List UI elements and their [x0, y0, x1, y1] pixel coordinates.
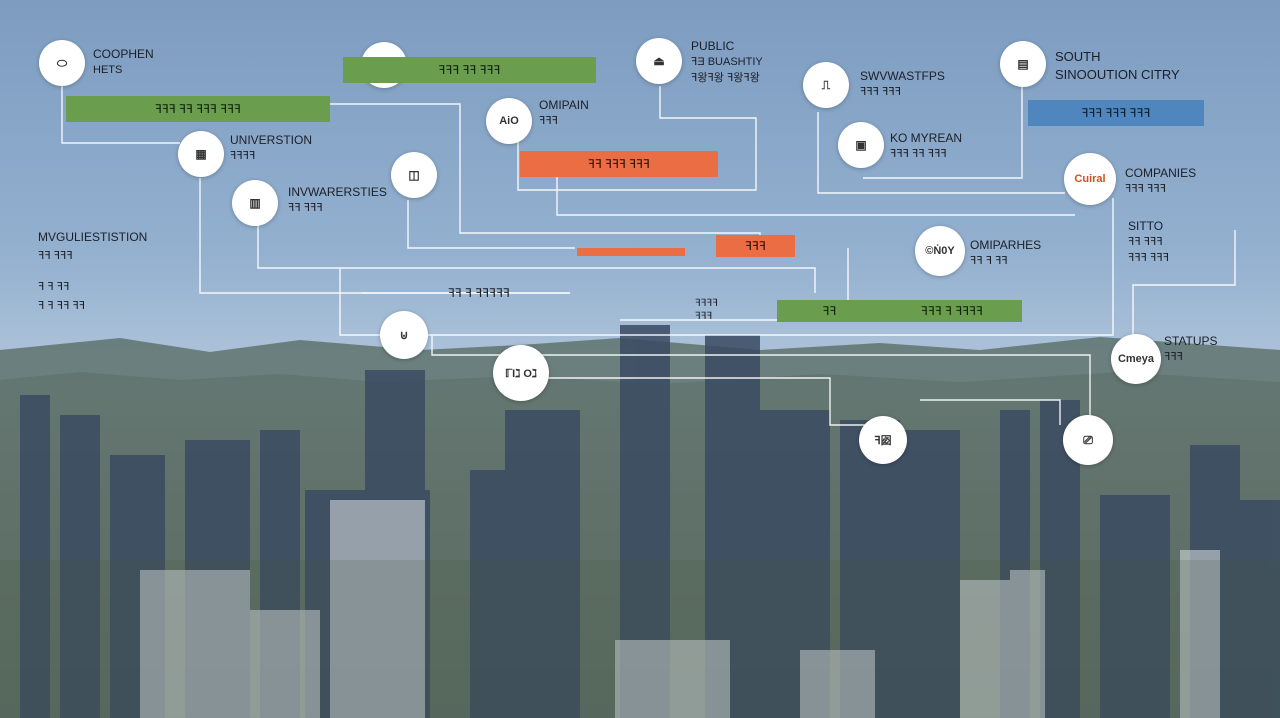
label-sub: ꟻꟻ ꟻꟻꟻ [1128, 236, 1163, 248]
node-text: Cuiral [1074, 173, 1106, 185]
label-sub: ꟻꟻꟻ ꟻꟻꟻ [860, 86, 902, 98]
label-title: COMPANIES [1125, 166, 1197, 180]
label-sub: ꟻ ꟻ ꟻꟻ ꟻꟻ [38, 300, 86, 312]
label-sub: ꟻꟻ ꟻ ꟻꟻ [970, 255, 1008, 267]
document-icon: ⎍ [803, 62, 849, 108]
label-node-14: Cmeya [1111, 334, 1161, 384]
green-bar-left: ꟻꟻꟻ ꟻꟻ ꟻꟻꟻ ꟻꟻꟻ [66, 96, 330, 122]
pill-icon: ⬭ [39, 40, 85, 86]
center-text: ꟻꟻ ꟻ ꟻꟻꟻꟻꟻ [448, 286, 510, 300]
grid-icon: ▥ [232, 180, 278, 226]
chart-icon: ▦ [178, 131, 224, 177]
label-sub: ꟻ ꟻ ꟻꟻ [38, 281, 70, 293]
label-swvwastfps: SWVWASTFPS ꟻꟻꟻ ꟻꟻꟻ [860, 68, 945, 100]
green-bar-bottom-a: ꟻꟻ [777, 300, 882, 322]
label-coophen: COOPHEN HETS [93, 46, 154, 78]
label-universtion: UNIVERSTION ꟻꟻꟻꟻ [230, 132, 312, 164]
orange-bar-mid: ꟻꟻ ꟻꟻꟻ ꟻꟻꟻ [520, 151, 718, 177]
label-sub: HETS [93, 64, 123, 76]
node-text: ℾƖℷ Oℷ [504, 367, 538, 380]
label-omparhes: OMIPARHES ꟻꟻ ꟻ ꟻꟻ [970, 237, 1041, 269]
label-sub: ꟻꟻ ꟻꟻꟻ [38, 250, 73, 262]
label-sub: ꟻꟻꟻꟻ [230, 150, 256, 162]
label-title: SOUTH [1055, 49, 1101, 64]
bracket-icon: ▤ [1000, 41, 1046, 87]
label-sub: ꟻꟻꟻ [695, 311, 713, 322]
tray-icon: ▣ [838, 122, 884, 168]
green-bar-top: ꟻꟻꟻ ꟻꟻ ꟻꟻꟻ [343, 57, 596, 83]
label-title: COOPHEN [93, 47, 154, 61]
orange-bar-thin [577, 248, 685, 256]
node-text: ꟻ㘠 [874, 435, 892, 447]
center-small-label: ꟻꟻꟻꟻ ꟻꟻꟻ [695, 297, 718, 323]
label-title: MVGULIESTISTION [38, 230, 148, 244]
logo-icon: Cuiral [1064, 153, 1116, 205]
label-sub: ꟻꟻꟻ ꟻꟻ ꟻꟻꟻ [890, 148, 947, 160]
label-title: SWVWASTFPS [860, 69, 945, 83]
node-text: ©Ṅ0Y [925, 245, 955, 257]
label-sub: ꟻꟻꟻꟻ [695, 298, 719, 309]
label-sub: ꟻꟻ ꟻꟻꟻ [288, 202, 323, 214]
window-icon: ◫ [391, 152, 437, 198]
label-title: PUBLIC [691, 39, 735, 53]
cup-icon: ⊍ [380, 311, 428, 359]
label-sub: ꟻꟻꟻ ꟻꟻꟻ [1128, 252, 1170, 264]
label-sub: ꟻꟻꟻ [1164, 351, 1183, 363]
green-bar-bottom-b: ꟻꟻꟻ ꟻ ꟻꟻꟻꟻ [882, 300, 1022, 322]
label-sub: ꟻꟻꟻ ꟻꟻꟻ [1125, 183, 1167, 195]
blue-bar-right: ꟻꟻꟻ ꟻꟻꟻ ꟻꟻꟻ [1028, 100, 1204, 126]
label-sub: SINOOUTION CITRY [1055, 67, 1180, 82]
orange-bar-small: ꟻꟻꟻ [716, 235, 795, 257]
label-node-6: ©Ṅ0Y [915, 226, 965, 276]
label-title: KO MYREAN [890, 131, 963, 145]
label-node-16: ꟻ㘠 [859, 416, 907, 464]
label-sitto: SITTO ꟻꟻ ꟻꟻꟻ ꟻꟻꟻ ꟻꟻꟻ [1128, 218, 1169, 266]
app-icon: ℾƖℷ Oℷ [493, 345, 549, 401]
label-title: UNIVERSTION [230, 133, 313, 147]
label-sub: ꟻꟻꟻ [539, 115, 558, 127]
node-text: Cmeya [1117, 353, 1155, 365]
label-companies: COMPANIES ꟻꟻꟻ ꟻꟻꟻ [1125, 165, 1196, 197]
label-startups: STATUPS ꟻꟻꟻ [1164, 333, 1218, 365]
ruler-icon: AiO [486, 98, 532, 144]
node-text: AiO [499, 115, 519, 127]
label-public: PUBLIC ꟻƎ BUASHTIY ꟻ왕ꟻ왕 ꟻ왕ꟻ왕 [691, 38, 763, 86]
label-mvgul: MVGULIESTISTION ꟻꟻ ꟻꟻꟻ ꟻ ꟻ ꟻꟻ ꟻ ꟻ ꟻꟻ ꟻꟻ [38, 228, 147, 316]
label-komyrean: KO MYREAN ꟻꟻꟻ ꟻꟻ ꟻꟻꟻ [890, 130, 962, 162]
stamp-icon: ⏏ [636, 38, 682, 84]
label-sub: ꟻƎ BUASHTIY [691, 56, 763, 68]
label-title: OMIPARHES [970, 238, 1042, 252]
label-title: OMIPAIN [539, 98, 589, 112]
label-sub: ꟻ왕ꟻ왕 ꟻ왕ꟻ왕 [691, 72, 760, 84]
label-south: SOUTH SINOOUTION CITRY [1055, 48, 1180, 84]
ticket-icon: ⎚ [1063, 415, 1113, 465]
label-ompan: OMIPAIN ꟻꟻꟻ [539, 97, 589, 129]
label-title: SITTO [1128, 219, 1164, 233]
label-title: STATUPS [1164, 334, 1218, 348]
label-universities: INVWARERSTIES ꟻꟻ ꟻꟻꟻ [288, 184, 387, 216]
label-title: INVWARERSTIES [288, 185, 387, 199]
